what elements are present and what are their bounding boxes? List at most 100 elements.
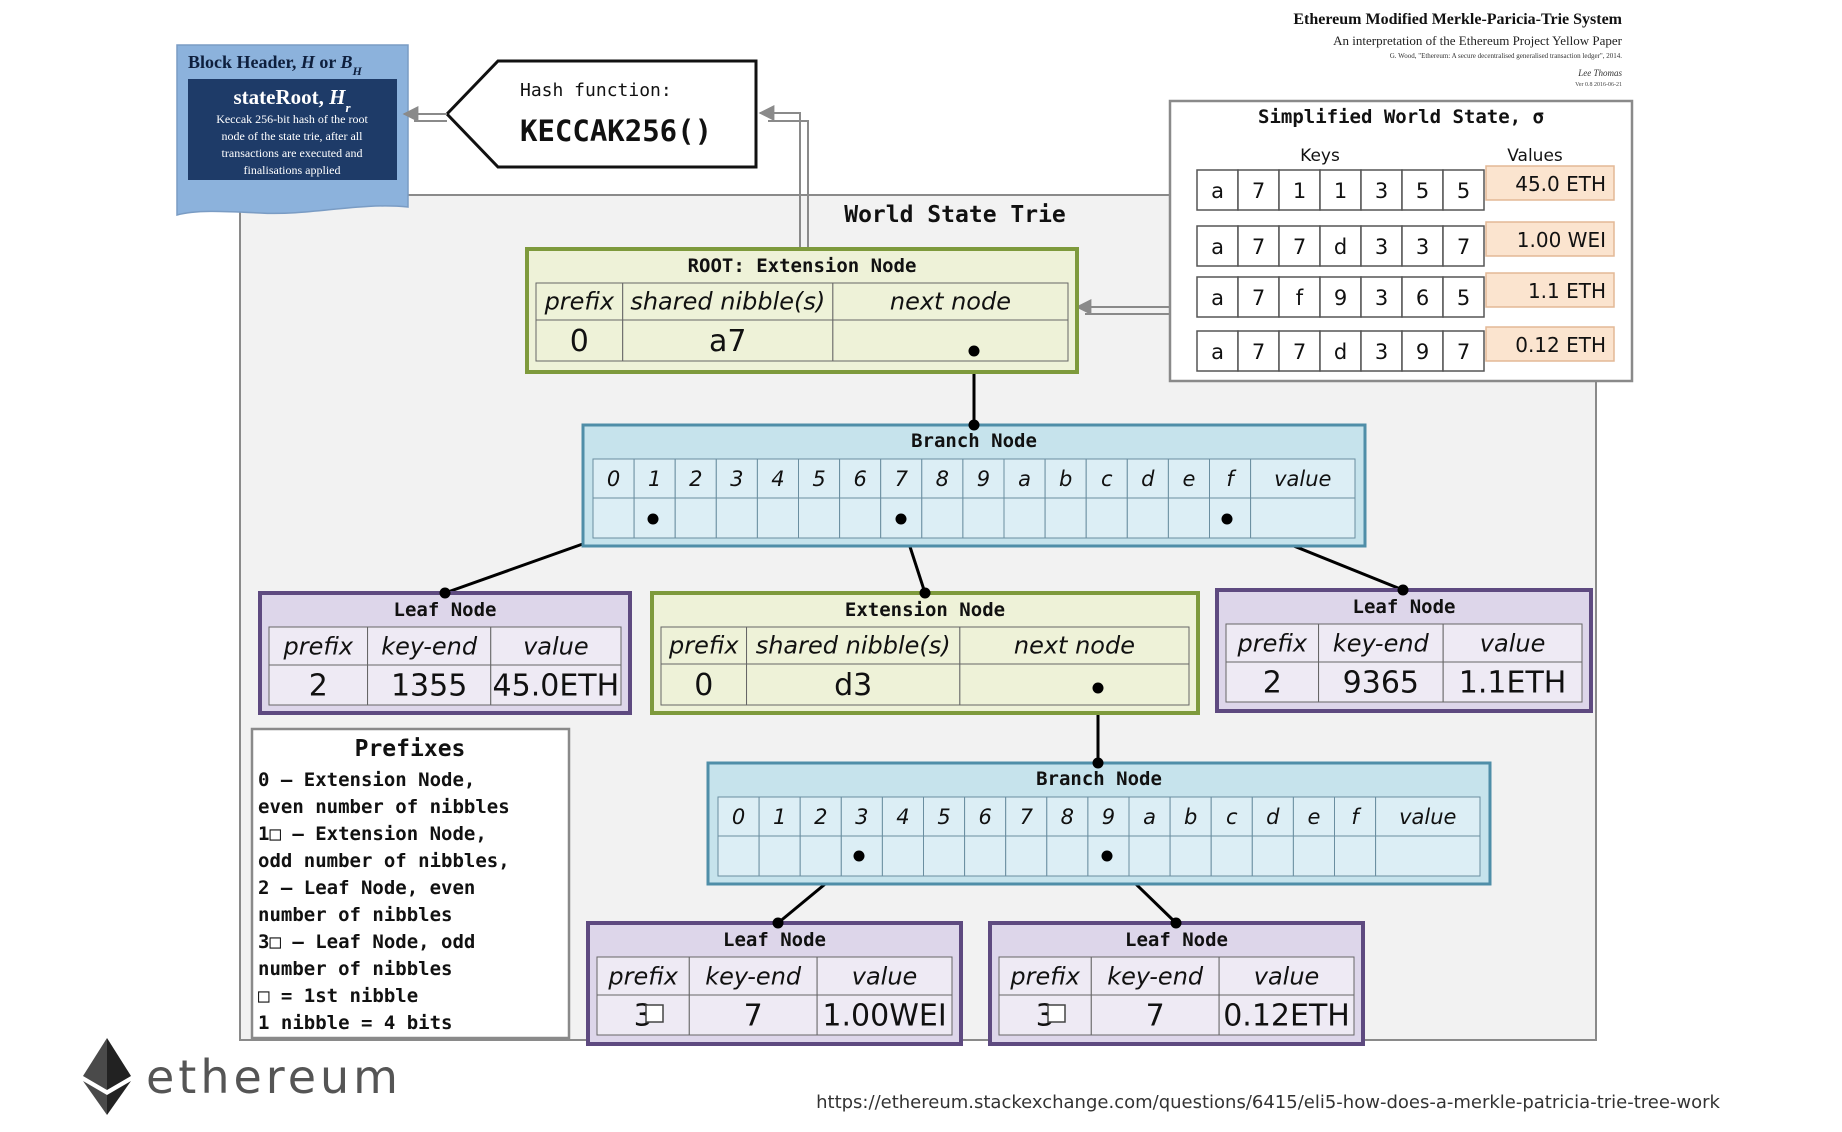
leaf-node-left-title: Leaf Node	[394, 599, 497, 621]
leaf-node-bottom-left-value-cell	[688, 994, 818, 1036]
extension-node-mid-header-next-node: next node	[1014, 632, 1135, 660]
credit-title: Ethereum Modified Merkle-Paricia-Trie Sy…	[1293, 11, 1622, 28]
leaf-node-bottom-right-title: Leaf Node	[1125, 929, 1228, 951]
world-state-key-cell	[1278, 225, 1321, 267]
world-state-key-cell	[1360, 276, 1403, 318]
branch-node-2-slot-label-cell	[1375, 796, 1481, 837]
branch-node-1-slot-label-cell	[1044, 458, 1087, 499]
world-state-value-cell	[1485, 326, 1615, 362]
world-state-key-nibble: 5	[1457, 179, 1470, 203]
world-state-key-nibble: 3	[1375, 286, 1388, 310]
world-state-key-cell	[1360, 330, 1403, 372]
leaf-node-right-value-cell	[1442, 661, 1583, 703]
branch-node-1-slot-a: a	[1018, 467, 1031, 491]
root-extension-node-header-next-node: next node	[890, 288, 1011, 316]
branch-node-1-slot-b: b	[1059, 467, 1072, 491]
branch-node-1-slot-d: d	[1141, 467, 1155, 491]
prefixes-line: 3□ – Leaf Node, odd	[258, 931, 475, 953]
branch-node-1-slot-label-cell	[962, 458, 1005, 499]
extension-node-mid-title: Extension Node	[845, 599, 1005, 621]
branch-node-2-slot-label-cell	[1334, 796, 1377, 837]
branch-node-2-slot-d: d	[1266, 805, 1280, 829]
dot-branch2-slot-3	[853, 850, 865, 862]
dot-ext-mid-top	[919, 587, 931, 599]
world-state-key-nibble: 9	[1416, 340, 1429, 364]
branch-node-1-slot-value-cell	[715, 497, 758, 539]
world-state-key-cell	[1278, 276, 1321, 318]
dot-branch2-top	[1092, 757, 1104, 769]
leaf-node-bottom-left-value-cell	[816, 994, 953, 1036]
branch-node-1-slot-label-cell	[1126, 458, 1169, 499]
extension-node-mid-header-cell	[959, 626, 1190, 665]
hash-function-label: Hash function:	[520, 80, 672, 101]
leaf-node-bottom-left-header-cell	[688, 956, 818, 996]
branch-node-2-slot-f: f	[1351, 805, 1362, 829]
world-state-key-cell	[1442, 169, 1485, 211]
world-state-key-cell	[1237, 225, 1280, 267]
world-state-value: 0.12 ETH	[1515, 333, 1606, 357]
branch-node-1-slot-label-cell	[798, 458, 841, 499]
branch-node-2-slot-label-cell	[1169, 796, 1212, 837]
leaf-node-right-value-2: 1.1ETH	[1459, 665, 1567, 700]
prefixes-line: number of nibbles	[258, 958, 452, 980]
world-state-key-nibble: f	[1296, 286, 1304, 310]
leaf-node-bottom-right-value-cell	[998, 994, 1092, 1036]
world-state-key-cell	[1196, 169, 1239, 211]
credit-version: Ver 0.8 2016-06-21	[1575, 82, 1622, 88]
world-state-key-nibble: 7	[1252, 179, 1265, 203]
branch-node-1-slot-label-cell	[1167, 458, 1211, 499]
world-state-key-cell	[1442, 225, 1485, 267]
leaf-node-left-value-cell	[367, 664, 492, 706]
leaf-node-bottom-left-title: Leaf Node	[723, 929, 826, 951]
world-state-trie-title: World State Trie	[844, 202, 1066, 228]
root-extension-node-header-cell	[832, 282, 1069, 321]
leaf-node-left-value-1: 1355	[391, 668, 467, 703]
leaf-node-left-header-cell	[490, 626, 622, 666]
branch-node-1-slot-value-cell	[592, 497, 635, 539]
world-state-key-cell	[1360, 225, 1403, 267]
dot-leaf-br-top	[1170, 917, 1182, 929]
root-extension-node-value-0: 0	[570, 324, 589, 359]
branch-node-2-slot-value-cell	[1210, 835, 1253, 877]
branch-node-2-slot-value-cell	[1334, 835, 1377, 877]
world-state-key-cell	[1401, 225, 1444, 267]
branch-node-1-slot-f: f	[1226, 467, 1237, 491]
leaf-node-bottom-left-value-2: 1.00WEI	[822, 998, 946, 1033]
prefixes-line: odd number of nibbles,	[258, 850, 510, 872]
world-state-key-nibble: a	[1211, 340, 1224, 364]
leaf-node-bottom-left-value-cell	[596, 994, 690, 1036]
world-state-key-nibble: d	[1334, 235, 1347, 259]
prefixes-line: 0 – Extension Node,	[258, 769, 475, 791]
branch-node-2-slot-label-cell	[840, 796, 883, 837]
block-header-title: Block Header, H or BH	[188, 52, 363, 78]
dot-branch1-slot-7	[895, 513, 907, 525]
leaf-node-right-header-value: value	[1480, 629, 1546, 657]
arrow-root-to-hash	[758, 105, 801, 247]
world-state-key-cell	[1237, 330, 1280, 372]
branch-node-2-slot-value-cell	[964, 835, 1007, 877]
branch-node-2-slot-a: a	[1143, 805, 1156, 829]
stateroot-desc-2: node of the state trie, after all	[222, 129, 364, 143]
dot-ext-mid-next	[1092, 682, 1104, 694]
leaf-node-right-title: Leaf Node	[1353, 596, 1456, 618]
stateroot-desc-1: Keccak 256-bit hash of the root	[216, 112, 368, 126]
branch-node-2-slot-label-cell	[1251, 796, 1294, 837]
leaf-node-right-value-0: 2	[1263, 665, 1282, 700]
credit-block: Ethereum Modified Merkle-Paricia-Trie Sy…	[1293, 11, 1622, 88]
hash-function-box: Hash function: KECCAK256()	[444, 59, 758, 169]
dot-branch1-slot-f	[1221, 513, 1233, 525]
world-state-key-cell	[1401, 330, 1444, 372]
branch-node-1-slot-2: 2	[689, 467, 702, 491]
world-state-key-nibble: 7	[1293, 340, 1306, 364]
branch-node-2-slot-9: 9	[1102, 805, 1115, 829]
branch-node-1-slot-label-cell	[592, 458, 635, 499]
root-extension-node-value-1: a7	[709, 324, 746, 359]
branch-node-2-slot-value-cell	[1046, 835, 1089, 877]
branch-node-1-slot-value-cell	[756, 497, 800, 539]
